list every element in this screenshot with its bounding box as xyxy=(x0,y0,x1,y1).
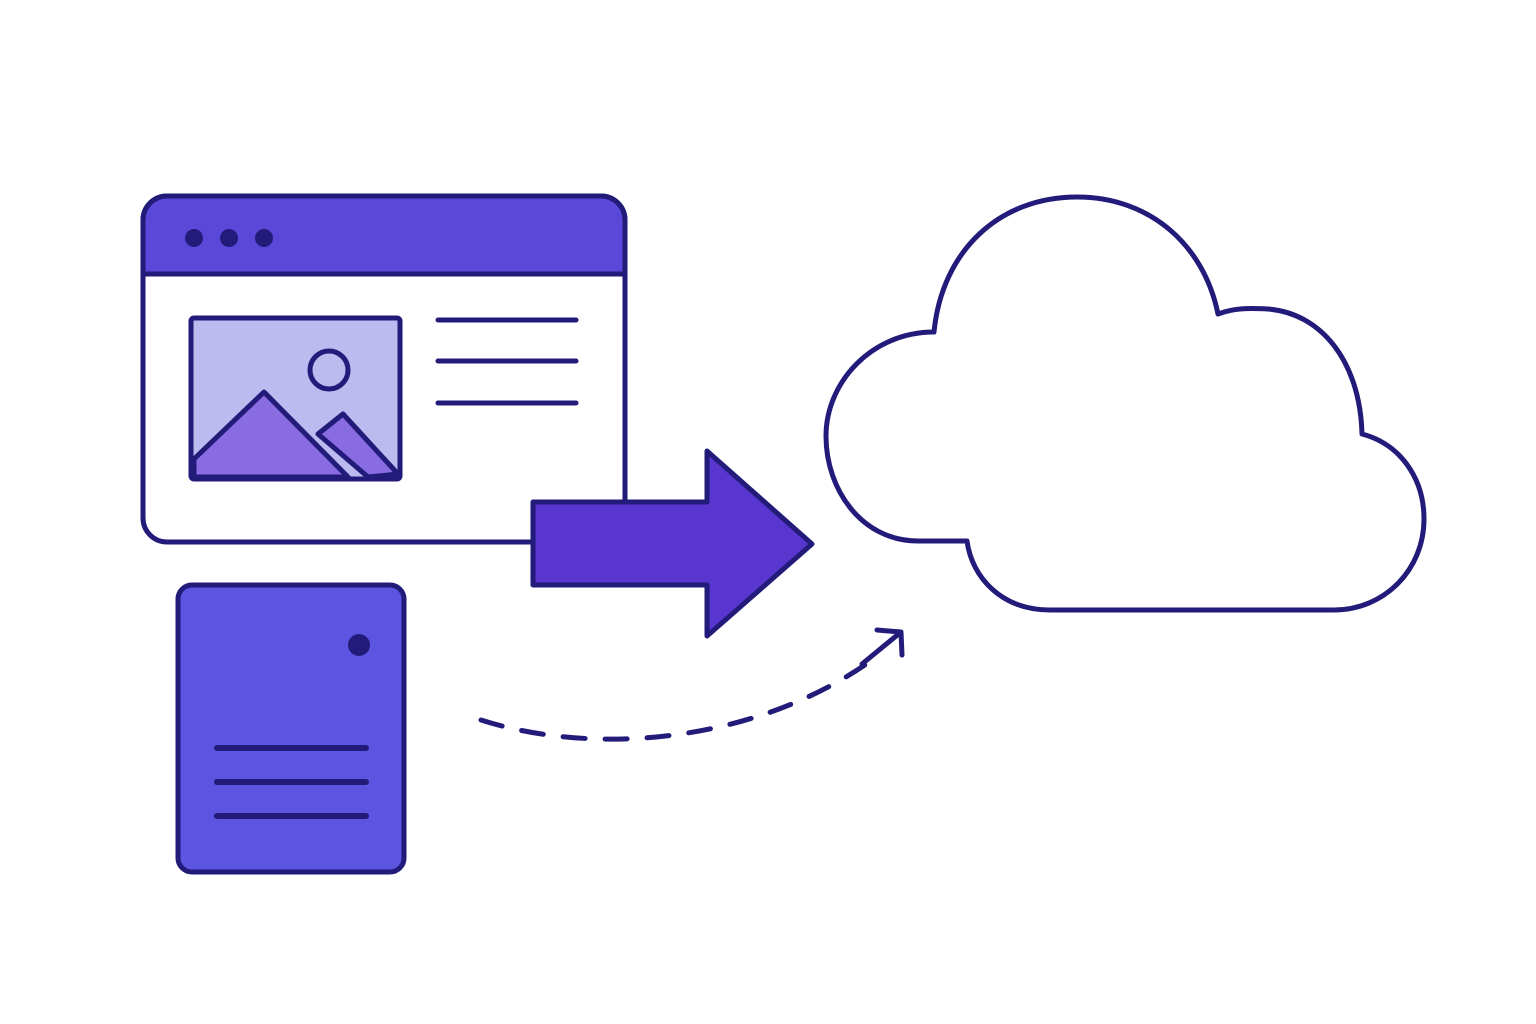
mountain-back xyxy=(315,411,401,480)
server-icon xyxy=(175,582,407,875)
server-body xyxy=(175,582,407,875)
browser-window-titlebar xyxy=(140,193,628,277)
window-control-dot-2 xyxy=(220,229,238,247)
arrow-right-icon xyxy=(530,448,815,639)
dashed-path xyxy=(478,657,875,742)
window-control-dot-3 xyxy=(255,229,273,247)
window-control-dot-1 xyxy=(185,229,203,247)
dashed-arrowhead xyxy=(859,627,905,667)
browser-window-icon xyxy=(140,193,628,545)
sun-circle xyxy=(307,348,351,392)
dashed-curved-arrow-icon xyxy=(478,627,905,742)
mountain-front xyxy=(191,389,351,480)
cloud-icon xyxy=(823,194,1427,613)
server-indicator-dot xyxy=(348,634,370,656)
image-icon xyxy=(188,315,403,482)
